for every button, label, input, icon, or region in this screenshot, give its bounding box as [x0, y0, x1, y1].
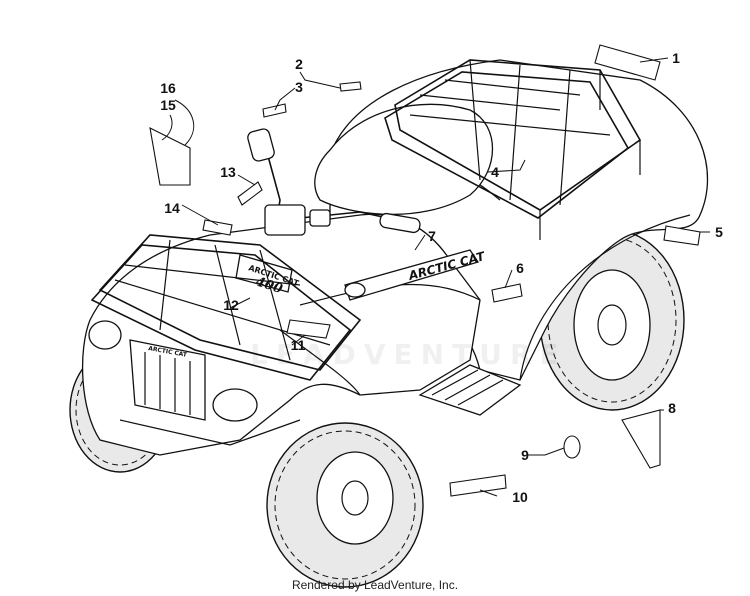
callout-11: 11 [290, 337, 306, 353]
callout-4: 4 [491, 164, 499, 180]
front-body [81, 213, 481, 456]
credit-text: Rendered by LeadVenture, Inc. [291, 578, 459, 592]
decal-9 [563, 435, 581, 459]
footrest [418, 364, 522, 416]
decal-2 [339, 81, 362, 92]
callout-8: 8 [668, 400, 676, 416]
callout-3: 3 [295, 79, 303, 95]
seat [314, 103, 493, 216]
decal-8 [621, 409, 661, 469]
decal-14 [202, 219, 233, 236]
grille: ARCTIC CAT [88, 320, 301, 446]
decal-parts [149, 44, 701, 497]
callout-6: 6 [516, 260, 524, 276]
front-rack [90, 234, 362, 381]
handlebars [247, 128, 421, 236]
rear-rack [384, 59, 642, 240]
watermark: LEADVENTURE [250, 338, 567, 371]
callout-2: 2 [295, 56, 303, 72]
decal-15-16 [149, 127, 191, 186]
callout-12: 12 [223, 297, 239, 313]
decal-6 [491, 283, 523, 303]
decal-5 [663, 225, 701, 246]
callout-10: 10 [512, 489, 528, 505]
callout-1: 1 [672, 50, 680, 66]
decal-3 [262, 103, 287, 118]
decal-11 [286, 319, 331, 339]
callout-9: 9 [521, 447, 529, 463]
callout-16: 16 [160, 80, 176, 96]
decal-1 [594, 44, 661, 81]
leader-lines [161, 57, 710, 497]
front-right-wheel [266, 422, 424, 588]
decal-13 [237, 181, 263, 206]
callout-5: 5 [715, 224, 723, 240]
callout-13: 13 [220, 164, 236, 180]
callout-15: 15 [160, 97, 176, 113]
callout-14: 14 [164, 200, 180, 216]
callout-7: 7 [428, 228, 436, 244]
decal-10 [449, 474, 507, 497]
